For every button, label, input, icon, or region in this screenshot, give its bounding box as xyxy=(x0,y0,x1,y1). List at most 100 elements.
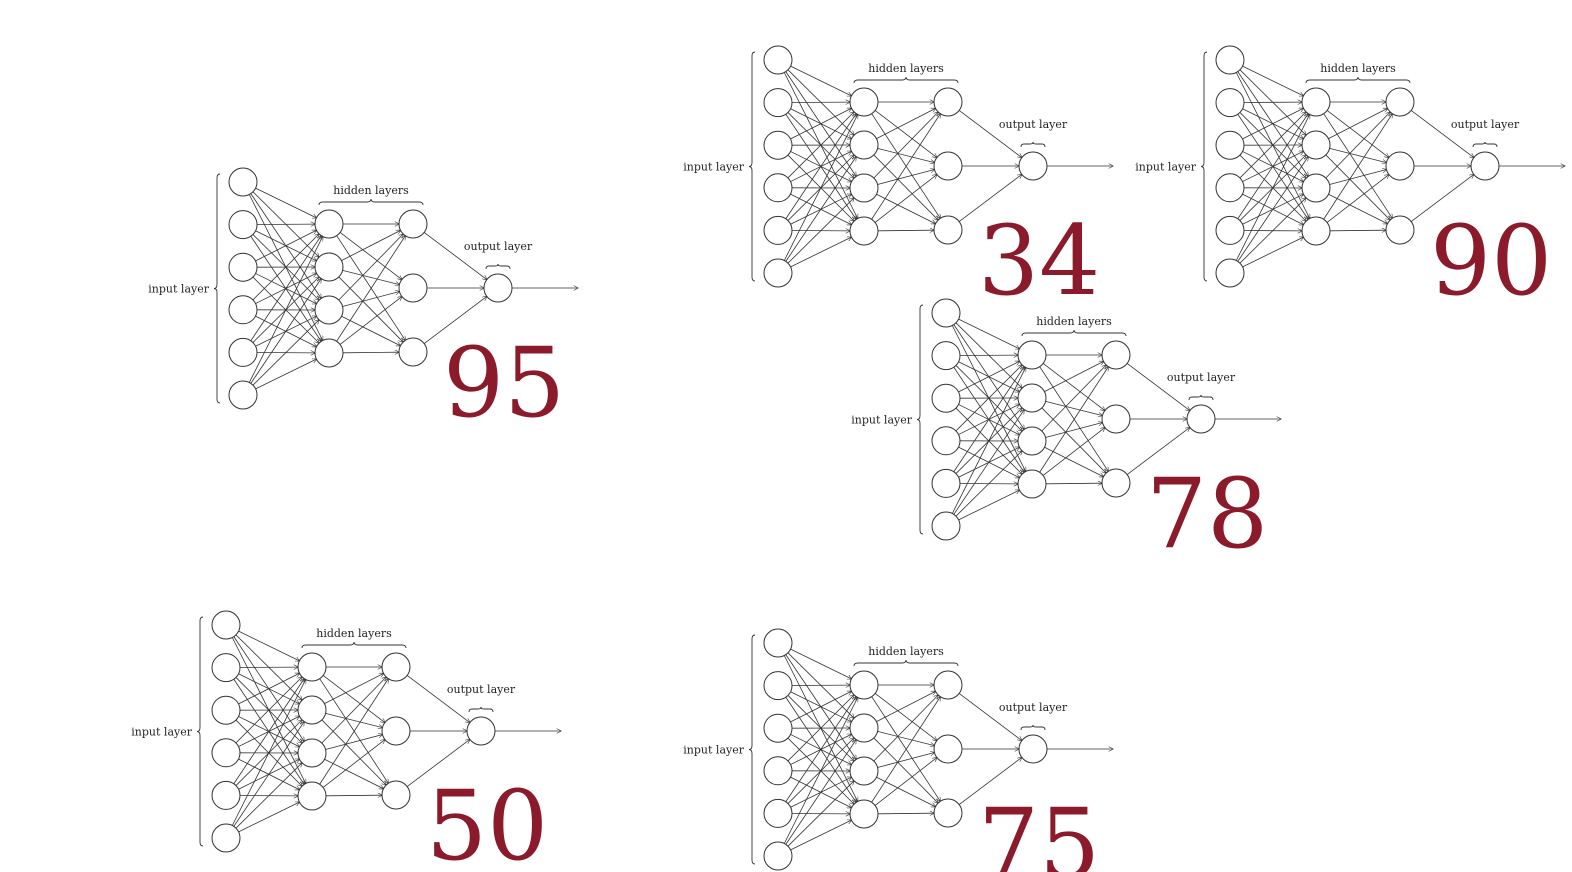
connection-edge xyxy=(877,731,935,745)
connection-edge xyxy=(958,361,1020,393)
connection-edge xyxy=(342,292,400,307)
input-node xyxy=(763,173,793,203)
connection-edge xyxy=(955,451,1022,517)
input-brace xyxy=(748,51,756,282)
output-brace xyxy=(485,263,511,270)
hidden-node xyxy=(849,173,879,203)
input-node xyxy=(931,511,961,541)
connection-edge xyxy=(958,490,1020,521)
connection-edge xyxy=(341,315,401,345)
hidden-node xyxy=(314,295,344,325)
hidden-node xyxy=(398,337,428,367)
connection-edge xyxy=(235,677,302,744)
input-layer-label: input layer xyxy=(131,726,192,739)
hidden-node xyxy=(1385,151,1415,181)
connection-edge xyxy=(873,737,938,803)
output-node xyxy=(466,716,496,746)
connection-edge xyxy=(783,698,857,844)
connection-edge xyxy=(1242,65,1304,96)
connection-edge xyxy=(790,691,852,723)
hidden-node xyxy=(933,798,963,828)
connection-edge xyxy=(342,352,399,353)
score-label: 90 xyxy=(1430,205,1552,317)
hidden-node xyxy=(381,780,411,810)
connection-edge xyxy=(790,65,852,96)
hidden-node xyxy=(1101,340,1131,370)
input-node xyxy=(763,130,793,160)
hidden-node xyxy=(297,695,327,725)
input-node xyxy=(763,671,793,701)
input-node xyxy=(763,798,793,828)
hidden-node xyxy=(849,216,879,246)
connection-edge xyxy=(877,230,934,231)
connection-edge xyxy=(787,781,854,847)
output-brace xyxy=(468,706,494,713)
connection-edge xyxy=(1242,108,1304,140)
hidden-brace xyxy=(1305,76,1411,84)
connection-edge xyxy=(876,776,936,806)
connection-edge xyxy=(325,795,382,796)
input-brace xyxy=(213,173,221,404)
hidden-node xyxy=(1017,426,1047,456)
input-node xyxy=(931,426,961,456)
connection-edge xyxy=(252,320,319,386)
connection-edge xyxy=(876,691,935,722)
input-node xyxy=(931,298,961,328)
connection-edge xyxy=(1329,230,1386,231)
hidden-node xyxy=(297,652,327,682)
hidden-node xyxy=(933,670,963,700)
connection-edge xyxy=(873,154,938,220)
hidden-node xyxy=(381,716,411,746)
hidden-node xyxy=(398,209,428,239)
input-node xyxy=(211,823,241,853)
connection-edge xyxy=(231,680,305,826)
connection-edge xyxy=(1242,237,1304,268)
hidden-node xyxy=(297,781,327,811)
score-label: 95 xyxy=(443,327,565,439)
connection-edge xyxy=(1329,148,1387,162)
output-layer-label: output layer xyxy=(447,683,516,696)
connection-edge xyxy=(953,367,1024,472)
input-node xyxy=(1215,173,1245,203)
connection-edge xyxy=(255,187,317,218)
connection-edge xyxy=(238,630,300,661)
connection-edge xyxy=(1044,446,1104,476)
hidden-node xyxy=(849,87,879,117)
input-layer-label: input layer xyxy=(683,161,744,174)
connection-edge xyxy=(1410,110,1474,157)
connection-edge xyxy=(874,693,937,740)
input-node xyxy=(763,258,793,288)
output-node xyxy=(1186,404,1216,434)
connection-edge xyxy=(1325,112,1390,179)
hidden-layers-label: hidden layers xyxy=(868,645,944,658)
connection-edge xyxy=(238,673,300,705)
hidden-node xyxy=(314,209,344,239)
input-node xyxy=(211,653,241,683)
connection-edge xyxy=(1042,363,1105,410)
input-node xyxy=(228,252,258,282)
output-layer-label: output layer xyxy=(999,701,1068,714)
input-layer-label: input layer xyxy=(148,283,209,296)
connection-edge xyxy=(341,230,400,261)
hidden-node xyxy=(933,151,963,181)
connection-edge xyxy=(325,735,383,750)
input-node xyxy=(211,738,241,768)
connection-edge xyxy=(1039,367,1109,473)
connection-edge xyxy=(953,410,1024,515)
connection-edge xyxy=(319,679,389,785)
connection-edge xyxy=(321,719,386,785)
connection-edge xyxy=(958,110,1022,157)
connection-edge xyxy=(238,802,300,833)
connection-edge xyxy=(955,365,1022,432)
connection-edge xyxy=(342,270,400,284)
score-label: 78 xyxy=(1146,458,1268,570)
connection-edge xyxy=(785,157,856,262)
connection-edge xyxy=(322,675,385,722)
output-layer-label: output layer xyxy=(464,240,533,253)
input-node xyxy=(763,713,793,743)
connection-edge xyxy=(787,112,854,179)
score-label: 50 xyxy=(426,770,548,872)
connection-edge xyxy=(874,758,937,806)
